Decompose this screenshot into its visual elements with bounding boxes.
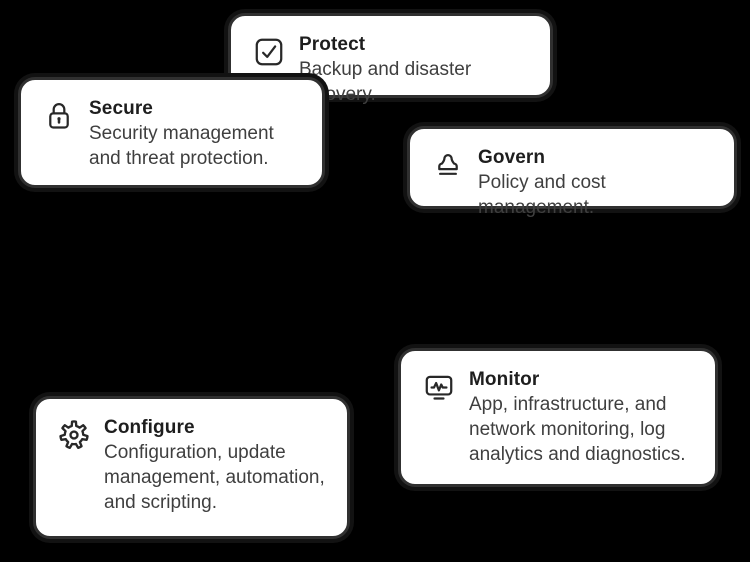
gear-icon xyxy=(56,417,92,453)
stamp-icon xyxy=(430,147,466,183)
card-description: Backup and disaster recovery. xyxy=(299,59,472,105)
card-description: App, infrastructure, and network monitor… xyxy=(469,394,686,465)
monitor-pulse-icon xyxy=(421,369,457,405)
card-title: Secure xyxy=(89,98,153,119)
monitor-card: Monitor App, infrastructure, and network… xyxy=(398,348,718,487)
card-description: Security management and threat protectio… xyxy=(89,123,274,169)
card-title: Protect xyxy=(299,34,366,55)
card-description: Policy and cost management. xyxy=(478,172,606,218)
card-title: Govern xyxy=(478,147,546,168)
checkbox-check-icon xyxy=(251,34,287,70)
card-title: Configure xyxy=(104,417,195,438)
card-description: Configuration, update management, automa… xyxy=(104,442,325,513)
configure-card: Configure Configuration, update manageme… xyxy=(33,396,350,539)
lock-icon xyxy=(41,98,77,134)
govern-card: Govern Policy and cost management. xyxy=(407,126,737,218)
card-title: Monitor xyxy=(469,369,540,390)
secure-card: Secure Security management and threat pr… xyxy=(18,77,325,188)
